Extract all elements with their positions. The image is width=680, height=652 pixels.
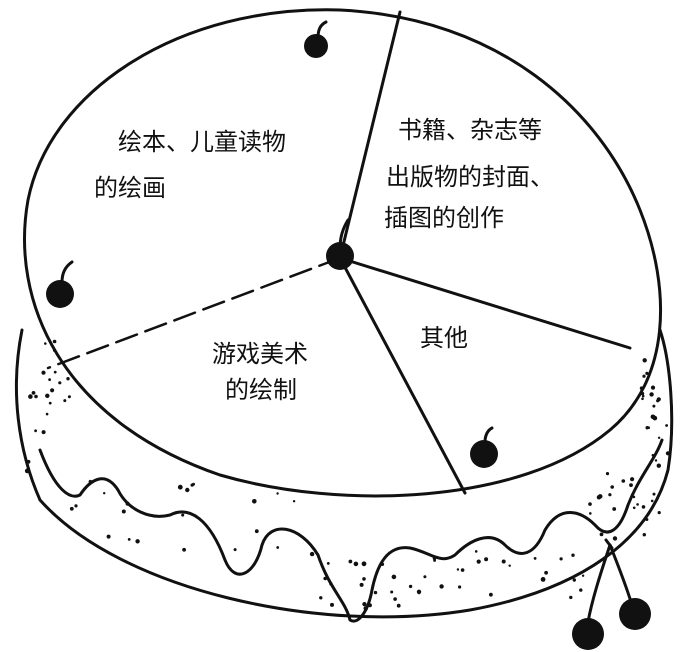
segment-label-line: 书籍、杂志等	[398, 116, 542, 144]
segment-label-line: 的绘画	[94, 174, 166, 202]
segment-label-other: 其他	[420, 324, 468, 352]
divider-left	[46, 256, 342, 370]
segment-label-picturebook: 绘本、儿童读物 的绘画	[94, 128, 286, 202]
icing-drips	[38, 438, 664, 623]
divider-bottom	[338, 256, 467, 495]
cherry-pair-icon	[572, 538, 651, 650]
segment-label-line: 插图的创作	[384, 204, 504, 232]
segment-label-line: 游戏美术	[212, 340, 308, 368]
segment-label-line: 绘本、儿童读物	[118, 128, 286, 156]
segment-label-line: 其他	[420, 324, 468, 352]
cherry-icon	[326, 218, 354, 270]
segment-label-game-art: 游戏美术 的绘制	[212, 340, 308, 404]
cake-top	[23, 8, 662, 498]
segment-label-line: 的绘制	[225, 376, 297, 404]
cake-side	[14, 328, 674, 619]
segment-label-publication: 书籍、杂志等 出版物的封面、 插图的创作	[384, 116, 554, 232]
cherry-icon	[46, 260, 74, 308]
segment-label-line: 出版物的封面、	[386, 163, 554, 191]
cherry-icon	[304, 20, 328, 58]
cherry-icon	[470, 426, 498, 468]
divider-right	[338, 256, 632, 350]
divider-top	[338, 10, 402, 260]
cake-speckles	[24, 339, 671, 611]
